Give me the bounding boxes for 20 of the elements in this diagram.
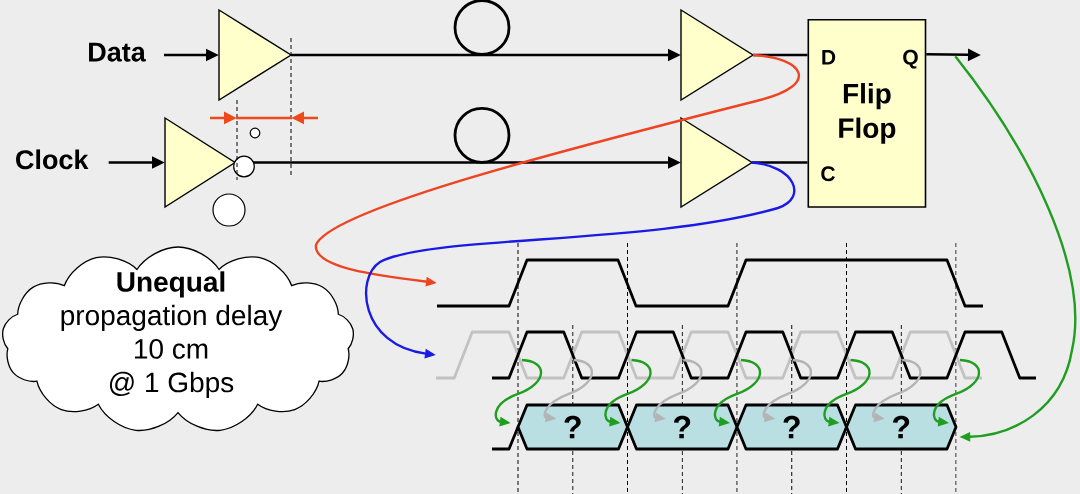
flip-flop-box: Flip Flop D Q C	[807, 18, 927, 208]
bus-hexagon: ?	[845, 403, 958, 451]
curved-arrow	[932, 358, 981, 427]
curved-arrow	[954, 55, 1077, 442]
pin-label: C	[821, 166, 835, 182]
bus-hexagon: ?	[516, 403, 629, 451]
bus-hexagon: ?	[626, 403, 739, 451]
curved-arrow	[604, 358, 652, 427]
signal-label: Clock	[16, 149, 89, 170]
curved-arrow	[494, 358, 543, 427]
signal-label: Data	[89, 42, 146, 62]
thought-cloud: Unequal propagation delay 10 cm @ 1 Gbps	[2, 246, 354, 432]
pin-label: D	[822, 50, 836, 65]
signal-line	[752, 161, 808, 164]
clock-waveform	[436, 330, 1036, 380]
curved-arrow	[713, 358, 762, 427]
bus-hexagon: ?	[735, 403, 848, 451]
pin-label: Q	[903, 49, 918, 69]
data-waveform	[437, 258, 983, 308]
curved-arrow	[823, 358, 871, 427]
